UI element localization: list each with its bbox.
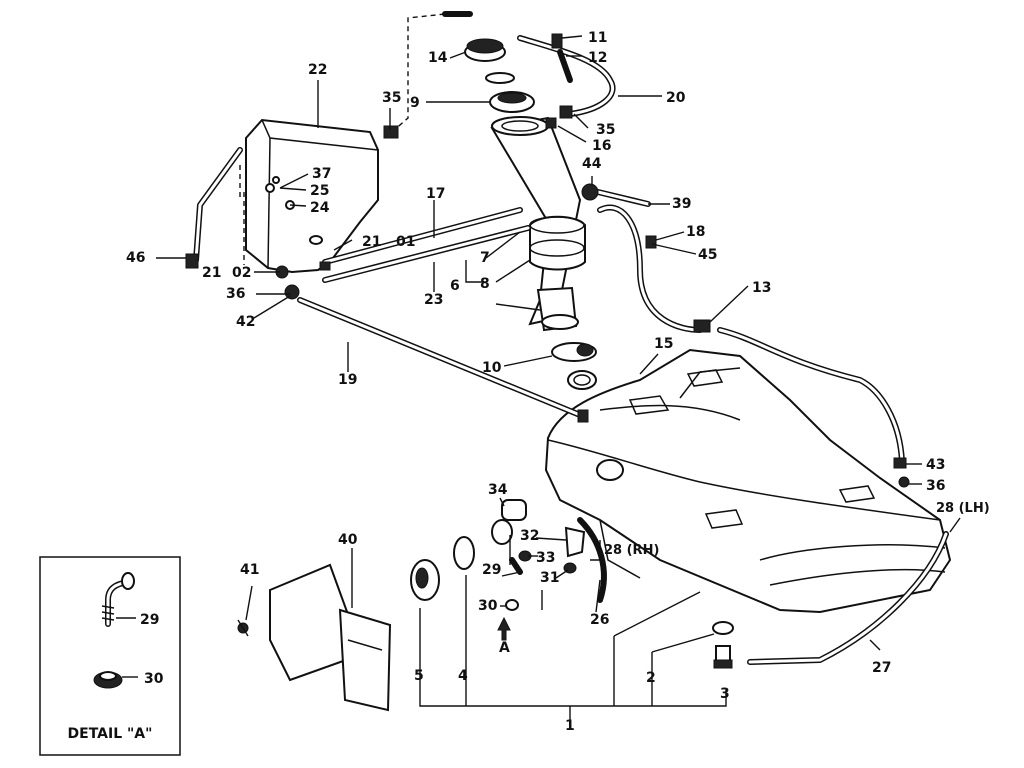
detail-label-30: 30	[144, 671, 164, 687]
callout-46: 46	[126, 250, 145, 266]
callout-A: A	[499, 640, 510, 656]
callout-14: 14	[428, 50, 448, 66]
detail-nut-30	[93, 671, 123, 689]
callout-25: 25	[310, 183, 329, 199]
cap-gasket	[485, 72, 515, 84]
detail-pipe-29	[101, 572, 135, 627]
sender-cover	[410, 559, 440, 601]
callout-3: 3	[720, 686, 730, 702]
callout-13: 13	[752, 280, 771, 296]
filler-cap	[464, 38, 506, 62]
callout-19: 19	[338, 372, 357, 388]
callout-26: 26	[590, 612, 609, 628]
leader-lines	[156, 35, 961, 651]
callout-23: 23	[424, 292, 443, 308]
callout-7: 7	[480, 250, 490, 266]
callout-2: 2	[646, 670, 656, 686]
drain-plug	[713, 645, 733, 669]
callout-9: 9	[410, 95, 420, 111]
callout-30: 30	[478, 598, 498, 614]
callout-40: 40	[338, 532, 358, 548]
callout-labels: 11 12 14 9 20 35 16 22 35 37 25 24 17 21…	[126, 30, 990, 734]
callout-18: 18	[686, 224, 705, 240]
callout-02: 02	[232, 265, 251, 281]
callout-27: 27	[872, 660, 891, 676]
clip-fastener	[237, 619, 249, 637]
callout-32: 32	[520, 528, 539, 544]
callout-29: 29	[482, 562, 501, 578]
detail-title: DETAIL "A"	[68, 726, 153, 742]
callout-21-left: 21	[202, 265, 221, 281]
hose-clamp	[551, 342, 597, 362]
group-bracket	[419, 535, 727, 722]
callout-4: 4	[458, 668, 468, 684]
callout-35-right: 35	[596, 122, 615, 138]
drain-washer	[712, 621, 734, 635]
callout-22: 22	[308, 62, 327, 78]
callout-10: 10	[482, 360, 502, 376]
callout-34: 34	[488, 482, 508, 498]
filler-flange	[489, 91, 535, 113]
callout-42: 42	[236, 314, 255, 330]
callout-8: 8	[480, 276, 490, 292]
o-ring-gasket	[453, 536, 475, 570]
callout-5: 5	[414, 668, 424, 684]
callout-16: 16	[592, 138, 611, 154]
callout-36-left: 36	[226, 286, 245, 302]
detail-a-box: DETAIL "A" 29 30	[39, 556, 181, 756]
callout-21-right: 21	[362, 234, 381, 250]
sender-unit-parts	[491, 499, 586, 611]
callout-43: 43	[926, 457, 945, 473]
callout-31: 31	[540, 570, 559, 586]
filler-neck	[490, 116, 586, 332]
callout-35-left: 35	[382, 90, 401, 106]
callout-28-rh: 28 (RH)	[604, 543, 659, 558]
callout-17: 17	[426, 186, 445, 202]
callout-36-right: 36	[926, 478, 945, 494]
callout-11: 11	[588, 30, 607, 46]
protector-plate	[269, 563, 392, 712]
callout-24: 24	[310, 200, 330, 216]
callout-37: 37	[312, 166, 331, 182]
callout-39: 39	[672, 196, 691, 212]
callout-28-lh: 28 (LH)	[936, 501, 990, 516]
callout-12: 12	[588, 50, 607, 66]
callout-44: 44	[582, 156, 602, 172]
fuel-pipes	[193, 35, 949, 665]
callout-41: 41	[240, 562, 259, 578]
detail-label-29: 29	[140, 612, 159, 628]
callout-01: 01	[396, 234, 415, 250]
evaporation-tank	[245, 118, 379, 274]
callout-1: 1	[565, 718, 575, 734]
callout-15: 15	[654, 336, 673, 352]
callout-6: 6	[450, 278, 460, 294]
callout-33: 33	[536, 550, 555, 566]
fittings	[185, 33, 910, 488]
detail-a-arrow-icon	[497, 616, 511, 641]
callout-20: 20	[666, 90, 686, 106]
callout-45: 45	[698, 247, 717, 263]
